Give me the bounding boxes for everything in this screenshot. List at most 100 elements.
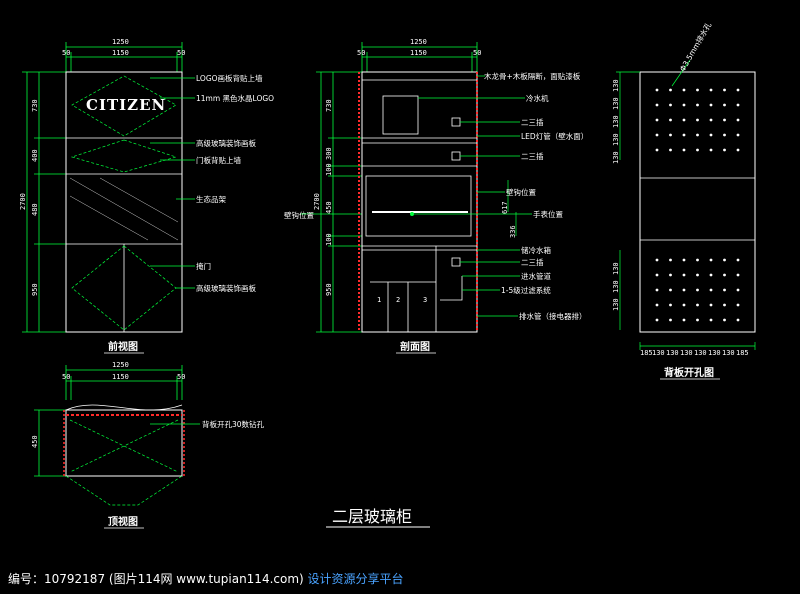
watermark-link[interactable]: 设计资源分享平台: [307, 572, 404, 586]
back-hole: [736, 118, 740, 122]
back-hole: [723, 318, 726, 322]
section-dim-h6: 950: [325, 283, 333, 296]
back-hole: [709, 273, 713, 277]
back-hole: [709, 258, 713, 262]
top-dim-depth: 450: [31, 435, 39, 448]
back-hole: [669, 273, 672, 277]
top-view-title: 顶视图: [108, 515, 138, 528]
section-label-2: 冷水机: [526, 93, 549, 103]
back-hole: [709, 288, 713, 292]
back-dim-bottom-5: 130: [694, 349, 707, 357]
back-hole: [736, 133, 740, 137]
back-view: 130 130 130 130 130 130 130 130 Φ3.5mm排水…: [612, 20, 756, 380]
front-label-4: 门板背贴上墙: [196, 155, 241, 165]
back-dim-left-b2: 130: [612, 280, 620, 293]
section-dim-inner-2: 336: [509, 225, 517, 238]
section-label-3: 二三插: [521, 117, 544, 127]
front-dim-h1: 730: [31, 99, 39, 112]
back-hole: [682, 118, 686, 122]
back-hole: [696, 318, 699, 322]
back-hole: [696, 103, 699, 107]
back-hole: [669, 288, 672, 292]
section-dim-h2: 300: [325, 147, 333, 160]
front-dim-left-gap: 50: [62, 49, 70, 57]
back-hole: [709, 118, 713, 122]
section-dim-right-gap: 50: [473, 49, 481, 57]
back-hole: [655, 273, 659, 277]
main-title: 二层玻璃柜: [332, 507, 412, 526]
front-dim-h2: 400: [31, 149, 39, 162]
back-holes-bottom: [655, 258, 740, 322]
section-label-7: 手表位置: [533, 209, 563, 219]
back-hole: [655, 88, 659, 92]
top-dim-total: 1250: [112, 361, 129, 369]
back-hole: [669, 148, 672, 152]
back-hole: [696, 133, 699, 137]
back-hole: [655, 103, 659, 107]
back-hole: [696, 258, 699, 262]
back-hole: [682, 288, 686, 292]
section-label-8: 储冷水箱: [521, 245, 551, 255]
back-hole: [682, 318, 686, 322]
back-hole: [709, 303, 713, 307]
front-dim-h4: 950: [31, 283, 39, 296]
back-hole: [682, 88, 686, 92]
back-hole: [682, 148, 686, 152]
back-hole: [682, 273, 686, 277]
back-dim-bottom-3: 130: [666, 349, 679, 357]
section-drawer-1: 1: [377, 296, 381, 304]
back-hole: [736, 103, 740, 107]
back-hole: [655, 258, 659, 262]
back-hole: [709, 318, 713, 322]
back-hole: [696, 303, 699, 307]
section-dim-total: 1250: [410, 38, 427, 46]
back-view-title: 背板开孔图: [664, 366, 714, 379]
back-hole: [723, 288, 726, 292]
back-dim-left-5: 130: [612, 151, 620, 164]
back-hole: [669, 118, 672, 122]
section-dim-left-gap: 50: [357, 49, 365, 57]
back-hole: [736, 88, 740, 92]
back-hole: [669, 318, 672, 322]
section-view: 1250 50 1150 50 2700 730 300 100 450 100…: [284, 38, 588, 354]
section-label-5: 二三插: [521, 151, 544, 161]
back-hole: [736, 273, 740, 277]
back-hole: [696, 88, 699, 92]
back-hole: [669, 103, 672, 107]
watermark: 编号：10792187 (图片114网 www.tupian114.com) 设…: [8, 570, 404, 587]
back-hole: [655, 318, 659, 322]
back-dim-left-b3: 130: [612, 298, 620, 311]
back-note: Φ3.5mm排水孔: [677, 20, 713, 73]
back-hole: [736, 148, 740, 152]
back-hole: [696, 273, 699, 277]
back-hole: [655, 148, 659, 152]
back-dim-left-b1: 130: [612, 262, 620, 275]
back-dim-left-2: 130: [612, 97, 620, 110]
back-hole: [723, 258, 726, 262]
back-hole: [655, 118, 659, 122]
back-dim-left-1: 130: [612, 79, 620, 92]
section-label-6: 壁钩位置: [506, 187, 536, 197]
back-hole: [736, 258, 740, 262]
back-hole: [669, 258, 672, 262]
back-dim-bottom-8: 185: [736, 349, 749, 357]
section-label-10: 进水管道: [521, 271, 551, 281]
back-hole: [723, 118, 726, 122]
back-hole: [709, 88, 713, 92]
back-dim-bottom-6: 130: [708, 349, 721, 357]
back-hole: [696, 288, 699, 292]
front-dim-h3: 480: [31, 203, 39, 216]
back-hole: [669, 133, 672, 137]
top-dim-right-gap: 50: [177, 373, 185, 381]
front-dim-right-gap: 50: [177, 49, 185, 57]
top-label-1: 背板开孔30数钻孔: [202, 419, 265, 429]
front-logo: CITIZEN: [86, 96, 166, 114]
back-dim-bottom-4: 130: [680, 349, 693, 357]
back-hole: [723, 133, 726, 137]
back-hole: [696, 148, 699, 152]
section-label-9: 二三插: [521, 257, 544, 267]
back-hole: [709, 103, 713, 107]
back-dim-bottom-1: 185: [640, 349, 653, 357]
front-label-3: 高级玻璃装饰画板: [196, 138, 256, 148]
back-hole: [723, 103, 726, 107]
